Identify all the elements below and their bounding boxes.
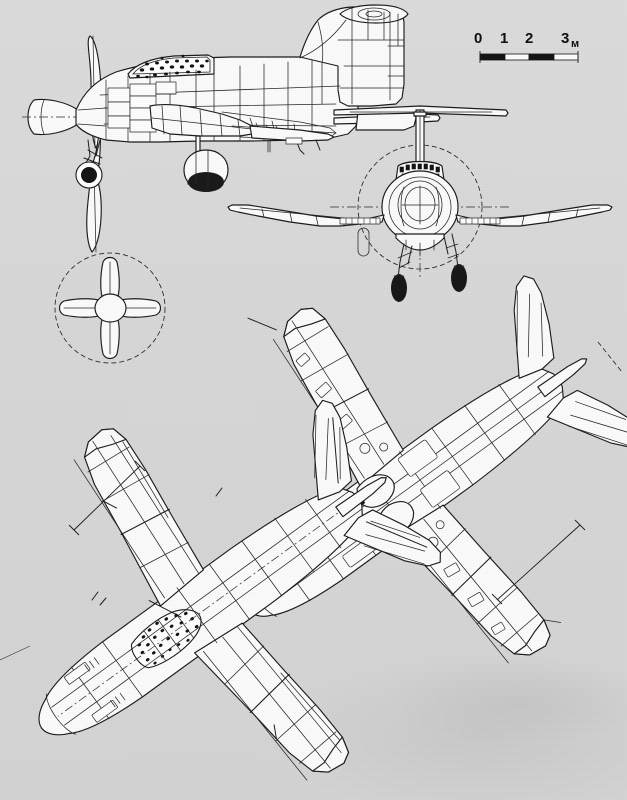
plan-underside-wing-panels [295,352,506,635]
view-front-elevation [227,105,613,302]
plan-underside-reference-line [597,341,623,373]
plan-underside-dimension [491,519,586,605]
plan-top-fuselage-details [64,657,126,723]
plan-top-wing-ticks [91,487,223,606]
view-propeller-disc [54,252,166,364]
scale-segment-3 [553,53,579,61]
plan-top-dimension-left [68,460,146,536]
view-plan-top [38,399,441,781]
scale-segment-2 [528,53,555,61]
side-nose-gear [75,139,103,189]
side-main-gear [183,135,229,192]
canopy-glazing-stipple [132,54,211,79]
scale-segment-1 [504,53,530,61]
scale-segment-0 [479,53,506,61]
plan-top-extension-line [0,645,31,661]
scale-tick-label-0: 0 [474,30,483,47]
propeller-sweep-circle [54,252,166,364]
front-left-gear [391,243,413,302]
side-engine-panels [107,81,177,133]
scale-tick-label-2: 2 [525,30,534,47]
scale-tick-label-3: 3 [561,30,570,47]
view-plan-underside [240,275,627,664]
front-reference-marker [357,227,370,257]
view-side-profile [22,4,441,253]
front-right-gear [443,233,467,292]
scale-unit-label: м [571,38,580,50]
scale-bar [479,51,579,63]
front-wing-ports [339,217,501,225]
scale-tick-label-1: 1 [500,30,509,47]
